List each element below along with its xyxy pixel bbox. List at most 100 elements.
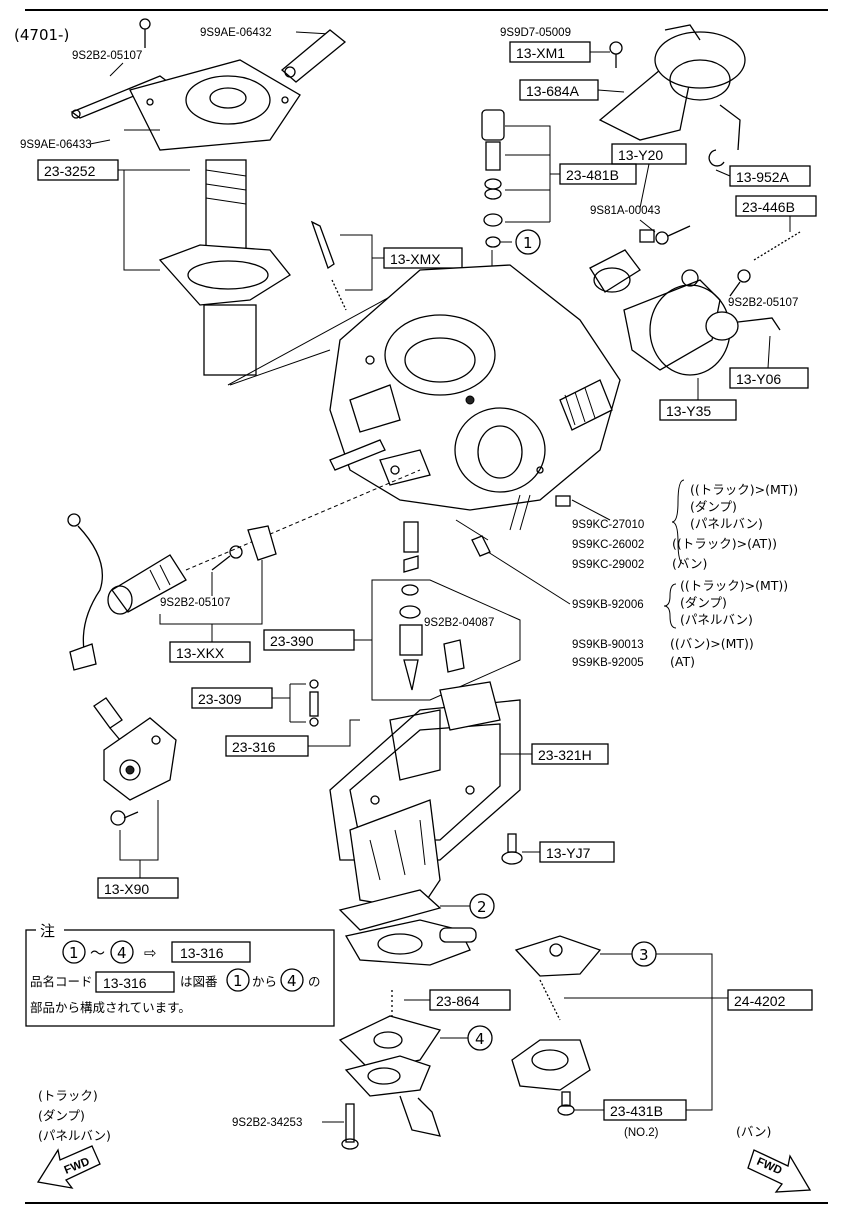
- footer-right-van: (バン): [736, 1124, 771, 1139]
- jet-9s9kc: [555, 495, 571, 507]
- svg-text:3: 3: [639, 946, 649, 964]
- box-23-321h: 23-321H: [531, 743, 609, 765]
- screw-spring-13-xmx: [310, 220, 347, 311]
- svg-text:品名コード: 品名コード: [30, 974, 93, 989]
- box-13-x90: 13-X90: [97, 877, 179, 899]
- svg-text:23-481B: 23-481B: [566, 167, 619, 183]
- svg-text:13-Y06: 13-Y06: [736, 371, 781, 387]
- variant-kc26002: ((トラック)>(AT)): [672, 536, 777, 551]
- circled-1: 1: [515, 229, 541, 255]
- label-9s9kb-92006: 9S9KB-92006: [572, 599, 644, 611]
- box-23-431b: 23-431B: [603, 1099, 687, 1121]
- spring-23-446b: [753, 231, 801, 261]
- svg-text:1: 1: [523, 234, 533, 252]
- svg-text:23-309: 23-309: [198, 691, 242, 707]
- label-no2: (NO.2): [624, 1127, 659, 1139]
- footer-left-truck: (トラック): [38, 1088, 98, 1103]
- check-ball-pin: [309, 679, 319, 727]
- svg-text:13-XKX: 13-XKX: [176, 645, 225, 661]
- variant-kb92006-c: (パネルバン): [680, 612, 753, 627]
- svg-text:1: 1: [69, 944, 79, 962]
- vacuum-diaphragm-actuator: [598, 24, 746, 151]
- svg-text:13-Y20: 13-Y20: [618, 147, 663, 163]
- box-13-xm1: 13-XM1: [509, 41, 591, 63]
- fwd-arrow-left-icon: FWD: [36, 1145, 101, 1189]
- screw-23-431b: [557, 1091, 575, 1116]
- gasket-2: [338, 889, 442, 931]
- label-9s2b2-04087: 9S2B2-04087: [424, 617, 494, 629]
- variant-kc29002: (バン): [672, 556, 707, 571]
- pump-housing-3: [511, 1039, 591, 1091]
- svg-text:23-321H: 23-321H: [538, 747, 592, 763]
- jet-9s9kb: [471, 535, 491, 557]
- screw-9s2b2-05107-right: [729, 269, 751, 297]
- svg-text:は図番: は図番: [180, 974, 218, 989]
- box-13-y06: 13-Y06: [729, 367, 809, 389]
- label-9s9d7-05009: 9S9D7-05009: [500, 27, 571, 39]
- label-9s9kc-29002: 9S9KC-29002: [572, 559, 644, 571]
- box-23-481b: 23-481B: [559, 163, 637, 185]
- svg-text:24-4202: 24-4202: [734, 993, 786, 1009]
- svg-text:4: 4: [117, 944, 127, 962]
- air-horn-cover: [129, 59, 301, 151]
- variant-kb92005: (AT): [670, 654, 695, 669]
- screw-9s2b2-34253: [341, 1103, 359, 1150]
- box-23-864: 23-864: [429, 989, 511, 1011]
- svg-text:23-864: 23-864: [436, 993, 480, 1009]
- label-9s2b2-05107-top: 9S2B2-05107: [72, 50, 142, 62]
- box-23-316: 23-316: [225, 735, 309, 757]
- svg-text:23-390: 23-390: [270, 633, 314, 649]
- svg-text:13-YJ7: 13-YJ7: [546, 845, 591, 861]
- svg-text:13-XMX: 13-XMX: [390, 251, 441, 267]
- screw-9s2b2-05107-left: [211, 545, 243, 571]
- box-13-y35: 13-Y35: [659, 399, 737, 421]
- box-23-446b: 23-446B: [735, 195, 817, 217]
- svg-text:13-316: 13-316: [180, 945, 224, 961]
- label-9s9kc-26002: 9S9KC-26002: [572, 539, 644, 551]
- svg-text:から: から: [252, 974, 277, 989]
- svg-text:～: ～: [90, 944, 105, 962]
- footer-left-panelvan: (パネルバン): [38, 1128, 111, 1143]
- box-24-4202: 24-4202: [727, 989, 813, 1011]
- label-9s81a-00043: 9S81A-00043: [590, 205, 660, 217]
- label-9s2b2-34253: 9S2B2-34253: [232, 1117, 302, 1129]
- box-13-y20: 13-Y20: [611, 143, 687, 165]
- header-code: (4701-): [14, 26, 69, 44]
- box-23-390: 23-390: [263, 629, 355, 651]
- label-9s9kb-92005: 9S9KB-92005: [572, 657, 644, 669]
- variant-kc27010-c: (パネルバン): [690, 516, 763, 531]
- circled-4: 4: [467, 1025, 493, 1051]
- variant-kc27010-b: (ダンプ): [690, 499, 737, 514]
- box-13-952a: 13-952A: [729, 165, 811, 187]
- svg-text:の: の: [308, 974, 321, 989]
- svg-text:13-952A: 13-952A: [736, 169, 790, 185]
- svg-text:13-316: 13-316: [103, 975, 147, 991]
- label-9s2b2-05107-right: 9S2B2-05107: [728, 297, 798, 309]
- bracket-9s9ae-06432: [280, 29, 347, 83]
- diaphragm-cover-3: [514, 935, 602, 977]
- box-13-yj7: 13-YJ7: [539, 841, 615, 863]
- label-9s9ae-06433: 9S9AE-06433: [20, 139, 92, 151]
- variant-kb92006-a: ((トラック)>(MT)): [680, 578, 788, 593]
- box-13-xmx: 13-XMX: [383, 247, 463, 269]
- svg-text:部品から構成されています。: 部品から構成されています。: [30, 1000, 191, 1015]
- svg-text:23-3252: 23-3252: [44, 163, 96, 179]
- screw-9s2b2-05107-top: [139, 18, 151, 48]
- group-23-390-outline: [371, 579, 521, 701]
- piston-cup: [158, 244, 291, 376]
- svg-text:23-316: 23-316: [232, 739, 276, 755]
- fwd-arrow-right-icon: FWD: [747, 1149, 812, 1193]
- variant-kc27010-a: ((トラック)>(MT)): [690, 482, 798, 497]
- label-9s9kb-90013: 9S9KB-90013: [572, 639, 644, 651]
- svg-text:13-XM1: 13-XM1: [516, 45, 565, 61]
- svg-text:2: 2: [477, 898, 487, 916]
- svg-text:4: 4: [475, 1030, 485, 1048]
- circled-3: 3: [631, 941, 657, 967]
- bracket-solenoid: [247, 525, 277, 561]
- carburetor-main-body: [329, 264, 621, 531]
- float-bowl-body: [329, 681, 521, 911]
- svg-text:4: 4: [287, 972, 297, 990]
- needle-valve-parts: [481, 109, 505, 248]
